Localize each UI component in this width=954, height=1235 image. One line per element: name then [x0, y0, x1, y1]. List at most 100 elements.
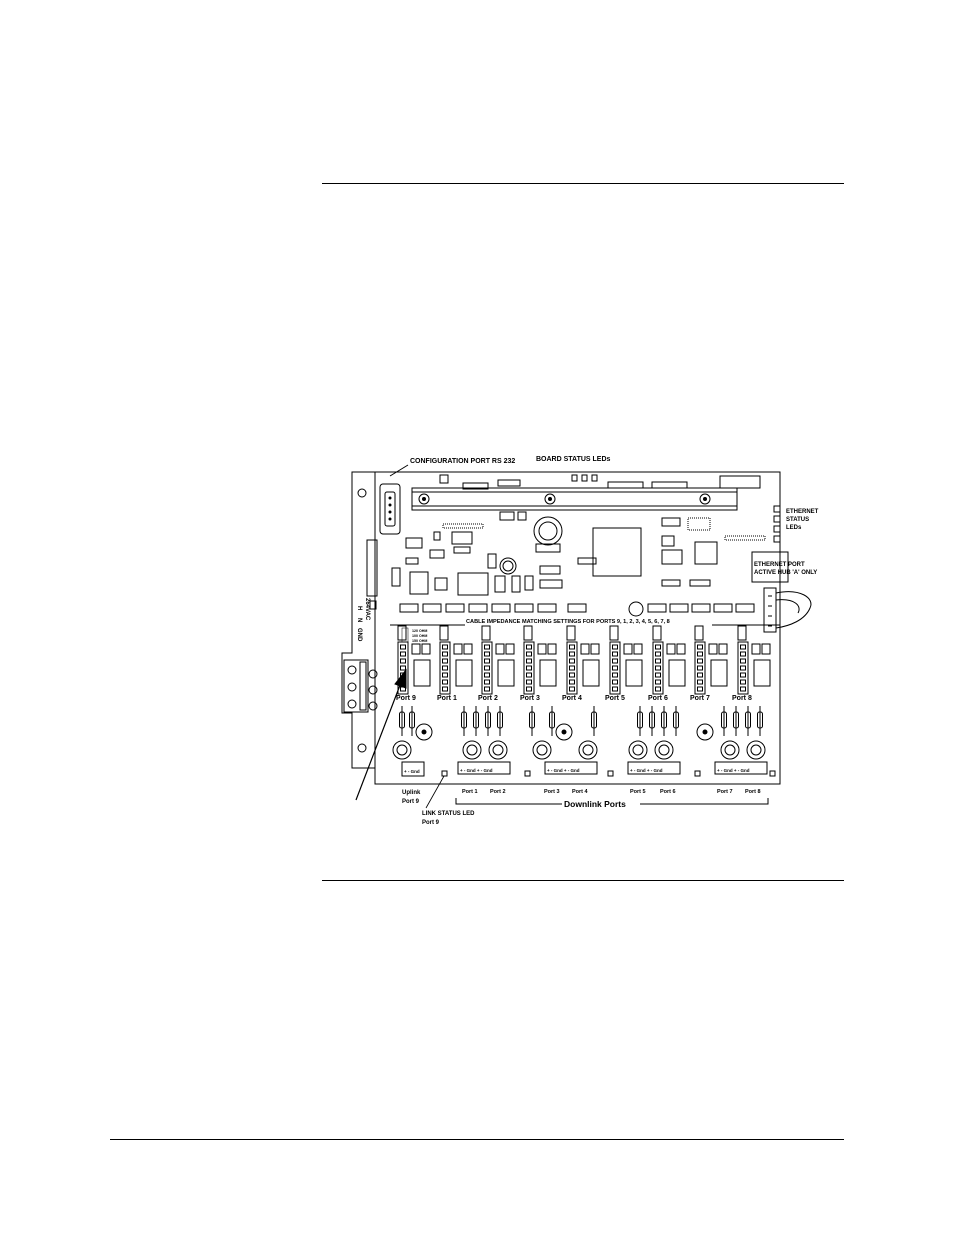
knob-inner — [658, 744, 670, 756]
rs232-port — [379, 483, 401, 535]
jumper-pin — [612, 651, 618, 657]
port-label-4: Port 4 — [562, 695, 582, 702]
terminal-label-ports-3-4: + - Gnd + - Gnd — [547, 768, 580, 773]
small-chip — [623, 643, 633, 655]
jumper-pin — [400, 665, 406, 671]
jumper-pin — [612, 658, 618, 664]
top-rule — [322, 183, 844, 184]
jumper-pin — [697, 658, 703, 664]
link-status-led-label-2: Port 9 — [422, 820, 440, 826]
pointer-arrow — [355, 679, 403, 801]
board-status-led-2 — [581, 474, 588, 482]
ethernet-status-led-2 — [773, 515, 781, 523]
jumper-pin — [484, 679, 490, 685]
jumper-header-top — [737, 625, 747, 641]
board-status-led-1 — [571, 474, 578, 482]
power-label-n: N — [356, 618, 362, 622]
downlink-port-label-3: Port 3 — [544, 789, 560, 795]
knob-inner — [750, 744, 762, 756]
resistor — [673, 711, 679, 729]
jumper-pin — [697, 644, 703, 650]
jumper-header — [439, 641, 451, 695]
resistor — [399, 711, 405, 729]
small-chip — [453, 643, 463, 655]
jumper-pin — [655, 644, 661, 650]
jumper-pin — [697, 651, 703, 657]
jumper-pin — [612, 672, 618, 678]
ethernet-status-led-1 — [773, 505, 781, 513]
jumper-header — [652, 641, 664, 695]
resistor — [733, 711, 739, 729]
jumper-pin — [612, 644, 618, 650]
ethernet-port — [751, 551, 789, 583]
terminal-block-ports-3-4 — [544, 761, 598, 775]
knob — [392, 740, 412, 760]
resistor — [497, 711, 503, 729]
jumper-header — [694, 641, 706, 695]
jumper-pin — [697, 665, 703, 671]
resistor — [473, 711, 479, 729]
jumper-pin — [442, 686, 448, 692]
downlink-port-label-2: Port 2 — [490, 789, 506, 795]
resistor — [409, 711, 415, 729]
knob — [628, 740, 648, 760]
small-chip — [590, 643, 600, 655]
terminal-label-uplink: + - Gnd — [404, 769, 420, 774]
transformer — [539, 659, 557, 687]
downlink-port-label-1: Port 1 — [462, 789, 478, 795]
resistor — [549, 711, 555, 729]
jumper-pin — [526, 658, 532, 664]
middle-rule — [322, 880, 844, 881]
card-guide-bar — [411, 487, 738, 511]
small-chip — [708, 643, 718, 655]
jumper-pin — [655, 686, 661, 692]
jumper-pin — [569, 672, 575, 678]
jumper-pin — [740, 686, 746, 692]
port-jumper-columns — [397, 625, 771, 695]
jumper-pin — [569, 658, 575, 664]
resistor — [745, 711, 751, 729]
jumper-pin — [569, 651, 575, 657]
jumper-pin — [740, 651, 746, 657]
transformer — [413, 659, 431, 687]
small-chip — [421, 643, 431, 655]
transformer — [497, 659, 515, 687]
small-chip — [463, 643, 473, 655]
jumper-pin — [526, 651, 532, 657]
config-port-label: CONFIGURATION PORT RS 232 — [410, 458, 515, 465]
battery — [533, 516, 563, 546]
port-label-2: Port 2 — [478, 695, 498, 702]
jumper-pin — [612, 665, 618, 671]
jumper-pin — [484, 665, 490, 671]
ethernet-port-label-2: ACTIVE HUB 'A' ONLY — [754, 570, 817, 576]
main-processor — [592, 527, 642, 577]
downlink-port-label-6: Port 6 — [660, 789, 676, 795]
jumper-header-top — [481, 625, 491, 641]
knob — [654, 740, 674, 760]
resistor — [529, 711, 535, 729]
jumper-pin — [655, 665, 661, 671]
jumper-header — [397, 641, 409, 695]
jumper-pin — [442, 644, 448, 650]
jumper-pin — [697, 672, 703, 678]
jumper-pin — [442, 665, 448, 671]
small-chip — [676, 643, 686, 655]
ethernet-status-label-2: STATUS — [786, 517, 809, 523]
port-label-7: Port 7 — [690, 695, 710, 702]
jumper-legend-3: 150 OHM — [412, 639, 427, 643]
ethernet-port-label-1: ETHERNET PORT — [754, 562, 805, 568]
small-chip — [547, 643, 557, 655]
jumper-header — [609, 641, 621, 695]
resistor — [637, 711, 643, 729]
port-label-9: Port 9 — [396, 695, 416, 702]
jumper-header-top — [652, 625, 662, 641]
terminal-label-ports-7-8: + - Gnd + - Gnd — [717, 768, 750, 773]
small-chip — [751, 643, 761, 655]
jumper-pin — [697, 679, 703, 685]
small-chip — [633, 643, 643, 655]
terminal-block-ports-5-6 — [627, 761, 681, 775]
jumper-pin — [697, 686, 703, 692]
knob-inner — [724, 744, 736, 756]
resistor — [649, 711, 655, 729]
downlink-ports-title: Downlink Ports — [564, 799, 626, 809]
